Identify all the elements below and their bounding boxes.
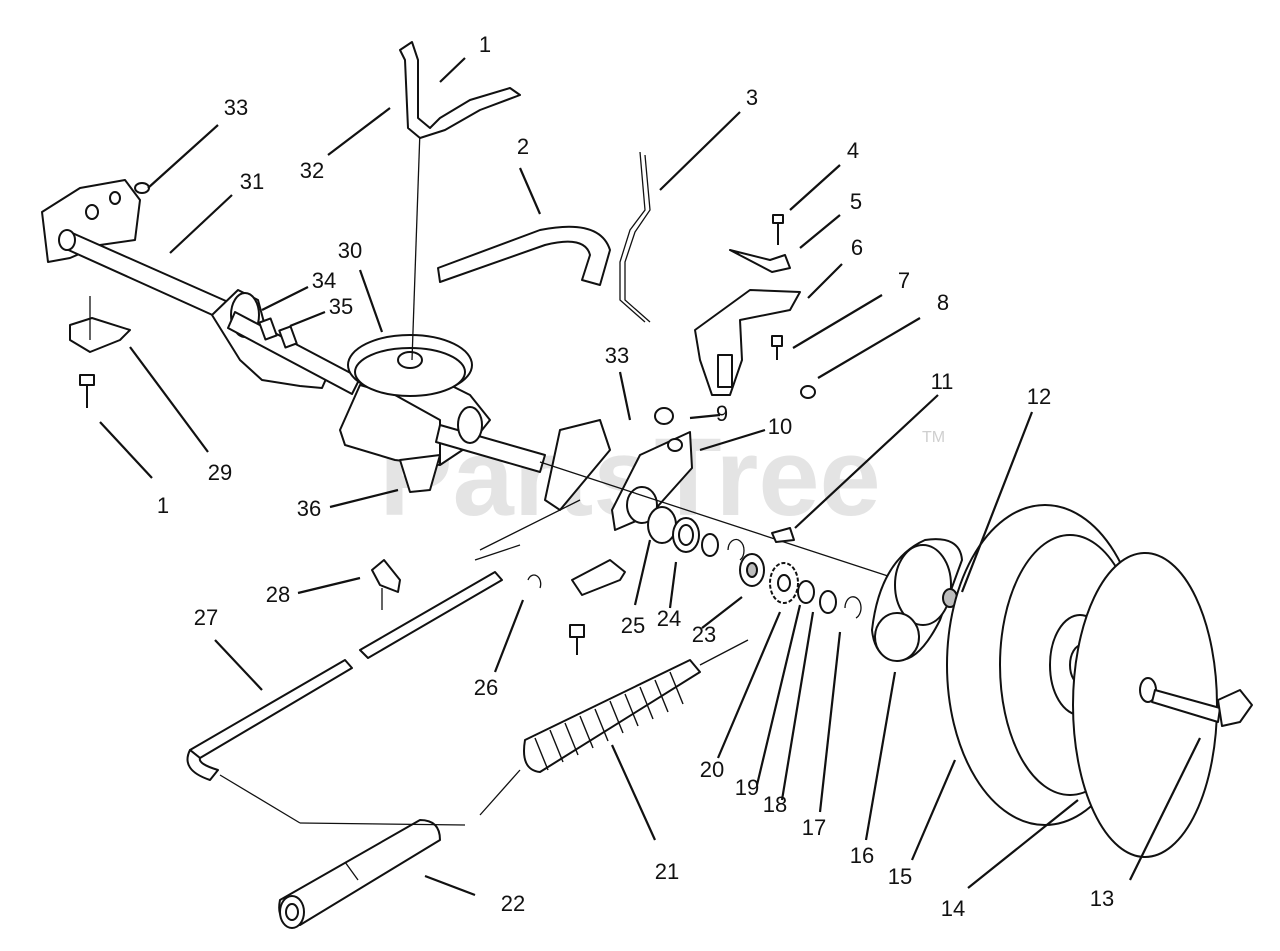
callout-23: 23	[692, 622, 716, 647]
callout-24: 24	[657, 606, 681, 631]
callout-35: 35	[329, 294, 353, 319]
callout-14: 14	[941, 896, 965, 921]
callout-16: 16	[850, 843, 874, 868]
callout-4: 4	[847, 138, 859, 163]
callout-1-bottom: 1	[157, 493, 169, 518]
callout-18: 18	[763, 792, 787, 817]
callout-15: 15	[888, 864, 912, 889]
belt	[437, 225, 611, 286]
bracket-10	[544, 419, 611, 511]
callout-12: 12	[1027, 384, 1051, 409]
callout-33-center: 33	[605, 343, 629, 368]
cable	[624, 154, 651, 323]
callout-33-left: 33	[224, 95, 248, 120]
callout-36: 36	[297, 496, 321, 521]
callout-6: 6	[851, 235, 863, 260]
callout-13: 13	[1090, 886, 1114, 911]
callout-2: 2	[517, 134, 529, 159]
plate-hole-1	[85, 204, 99, 220]
callout-5: 5	[850, 189, 862, 214]
callout-3: 3	[746, 85, 758, 110]
callout-22: 22	[501, 891, 525, 916]
callout-26: 26	[474, 675, 498, 700]
callout-31: 31	[240, 169, 264, 194]
callout-25: 25	[621, 613, 645, 638]
callout-19: 19	[735, 775, 759, 800]
spring	[523, 659, 701, 773]
callout-labels: 1 1 2 3 4 5 6 7 8 9 10 11 12 13 14 15 16…	[157, 32, 1114, 921]
callout-29: 29	[208, 460, 232, 485]
callout-27: 27	[194, 605, 218, 630]
callout-11: 11	[931, 369, 954, 394]
lever-32	[399, 41, 521, 139]
callout-34: 34	[312, 268, 336, 293]
callout-7: 7	[898, 268, 910, 293]
leader-lines	[99, 57, 1201, 897]
callout-10: 10	[768, 414, 792, 439]
callout-17: 17	[802, 815, 826, 840]
callout-30: 30	[338, 238, 362, 263]
bracket-6	[694, 289, 801, 396]
plate-hole-2	[109, 191, 121, 205]
callout-32: 32	[300, 158, 324, 183]
callout-28: 28	[266, 582, 290, 607]
part-drawings	[41, 41, 1253, 929]
watermark-tm: TM	[922, 429, 945, 446]
callout-9: 9	[716, 401, 728, 426]
callout-1-top: 1	[479, 32, 491, 57]
callout-8: 8	[937, 290, 949, 315]
callout-20: 20	[700, 757, 724, 782]
bracket-29	[69, 317, 131, 353]
callout-21: 21	[655, 859, 679, 884]
wheel-disc	[1072, 552, 1218, 858]
